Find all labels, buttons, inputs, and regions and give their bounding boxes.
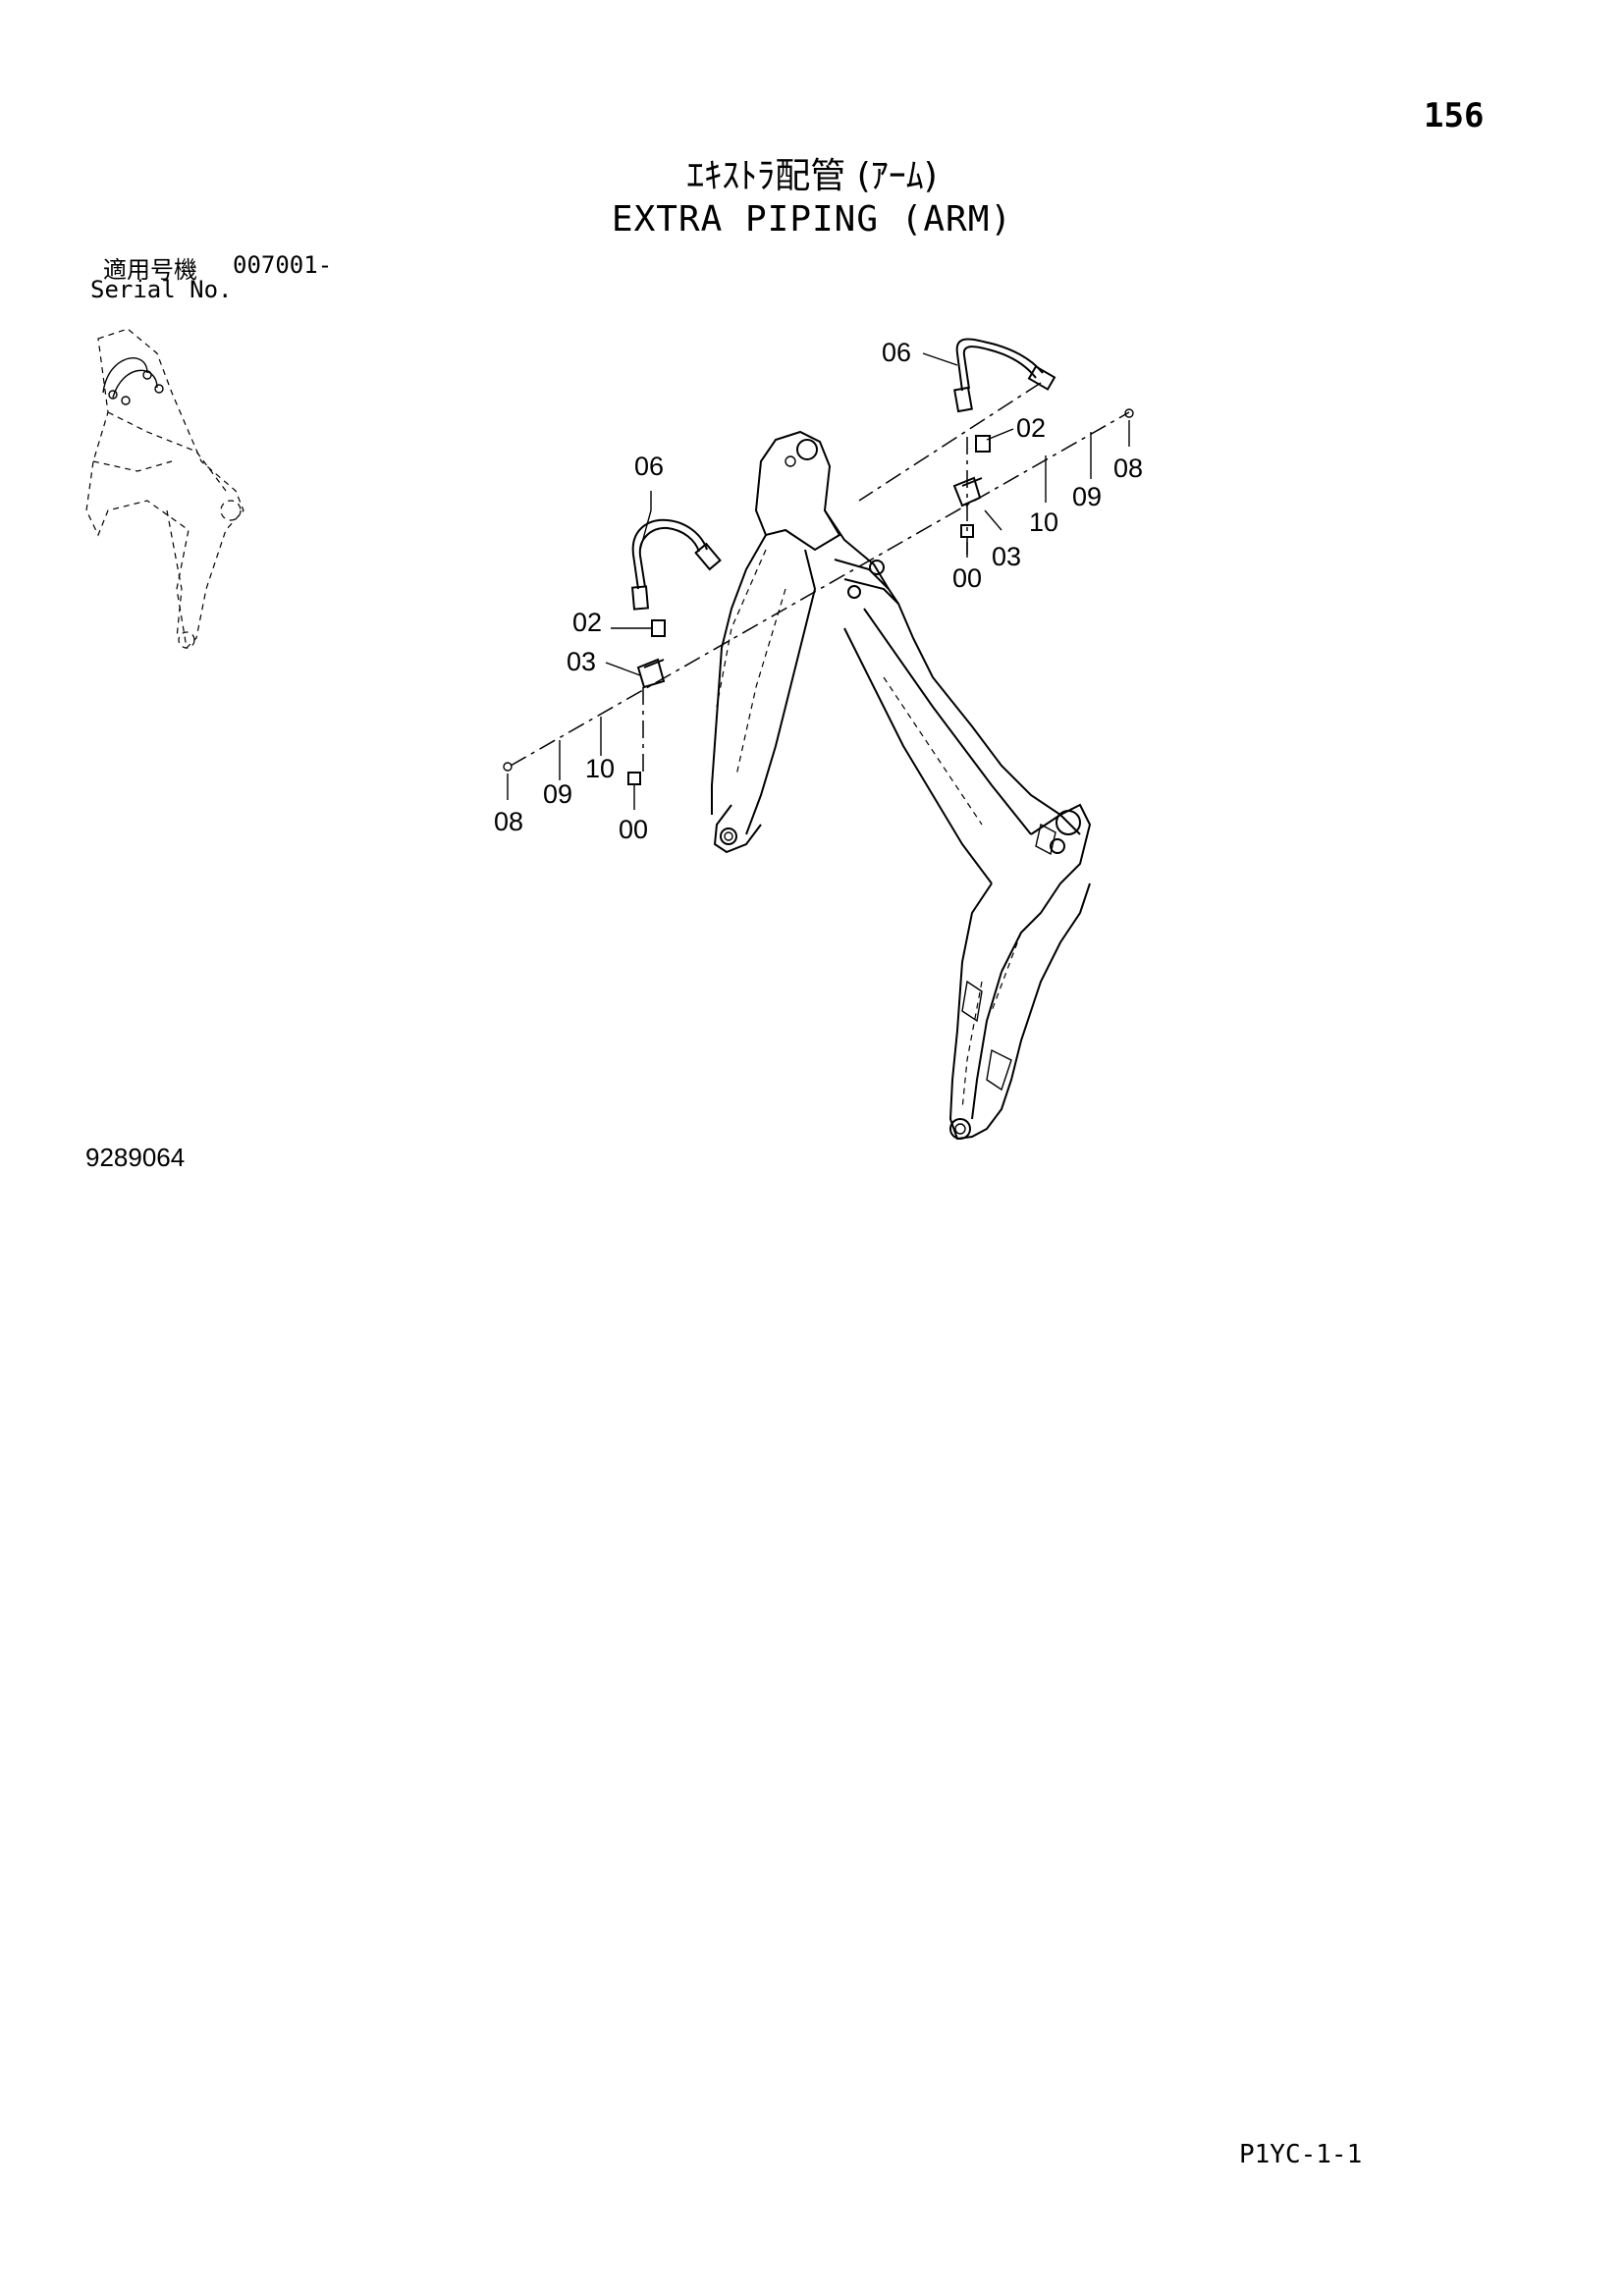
callout-left-06: 06 (634, 452, 664, 481)
page-number: 156 (1424, 96, 1485, 135)
title-english: EXTRA PIPING (ARM) (611, 199, 1013, 240)
callout-right-10: 10 (1029, 507, 1058, 537)
leader-lines (507, 352, 1130, 810)
callout-left-00: 00 (619, 815, 648, 844)
callout-left-03: 03 (567, 647, 596, 676)
callout-left-02: 02 (572, 608, 602, 637)
callout-right-09: 09 (1072, 482, 1102, 511)
hose-assembly-left (503, 518, 722, 785)
callout-right-00: 00 (952, 563, 982, 593)
drawing-number: 9289064 (85, 1143, 186, 1172)
footer-code: P1YC-1-1 (1239, 2140, 1363, 2169)
callout-left-09: 09 (543, 779, 572, 809)
callout-right-08: 08 (1113, 454, 1143, 483)
title-japanese: ｴｷｽﾄﾗ配管 (ｱｰﾑ) (686, 156, 938, 196)
callout-right-02: 02 (1016, 413, 1046, 443)
centre-lines (510, 382, 1130, 775)
callout-left-08: 08 (494, 807, 523, 836)
callout-right-06: 06 (882, 338, 911, 367)
overview-thumbnail (85, 328, 244, 650)
serial-range: 007001- (233, 251, 333, 279)
arm-drawing (711, 430, 1092, 1141)
serial-label-english: Serial No. (90, 276, 233, 303)
callout-labels: 06 02 08 09 10 03 00 06 02 03 10 09 08 0… (494, 338, 1143, 844)
callout-right-03: 03 (992, 542, 1021, 571)
hose-assembly-right (952, 338, 1134, 538)
callout-left-10: 10 (585, 754, 615, 783)
serial-label-japanese: 適用号機 (103, 256, 197, 284)
